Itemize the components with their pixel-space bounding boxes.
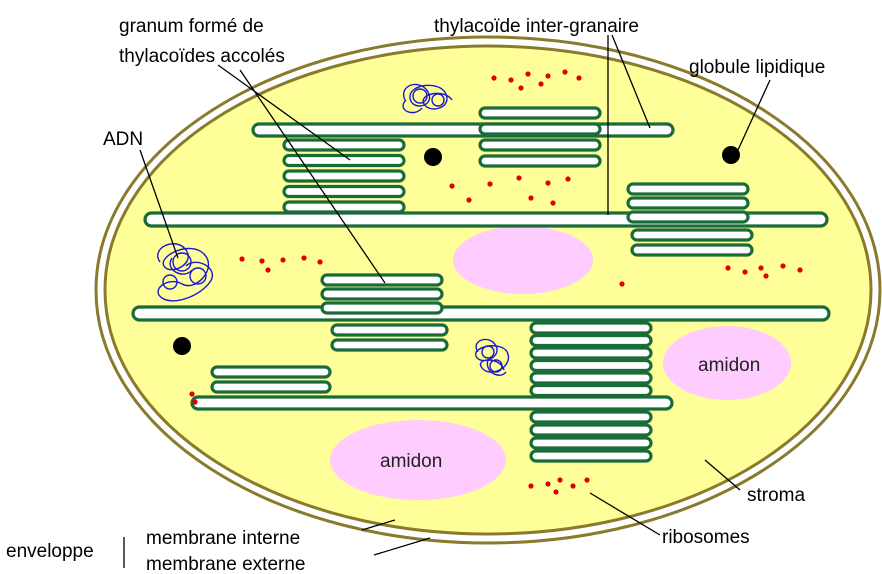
amidon-grain-top (453, 226, 593, 294)
ribosome-dot (487, 181, 492, 186)
ribosome-dot (545, 481, 550, 486)
ribosome-dot (545, 73, 550, 78)
granum-thylakoid (284, 187, 404, 197)
ribosome-dot (619, 281, 624, 286)
ribosome-dot (508, 77, 513, 82)
ribosome-dot (265, 267, 270, 272)
granum-thylakoid (632, 230, 752, 240)
ribosome-dot (763, 273, 768, 278)
ribosome-dot (259, 258, 264, 263)
granum-thylakoid (531, 451, 651, 461)
label-membrane-externe: membrane externe (146, 554, 305, 574)
granum-thylakoid (531, 438, 651, 448)
ribosome-dot (491, 75, 496, 80)
granum-thylakoid (531, 323, 651, 333)
ribosome-dot (797, 267, 802, 272)
granum-thylakoid (628, 212, 748, 222)
ribosome-dot (725, 265, 730, 270)
ribosome-dot (780, 263, 785, 268)
ribosome-dot (742, 269, 747, 274)
granum-thylakoid (480, 124, 600, 134)
label-amidon-bottom: amidon (380, 451, 442, 472)
granum-thylakoid (212, 382, 330, 392)
ribosome-dot (189, 391, 194, 396)
granum-thylakoid (480, 156, 600, 166)
granum-thylakoid (322, 289, 442, 299)
inter-granal-lamella (133, 307, 829, 320)
label-stroma: stroma (747, 485, 806, 506)
label-granum-line1: granum formé de (119, 16, 264, 37)
granum-thylakoid (531, 412, 651, 422)
granum-thylakoid (628, 198, 748, 208)
label-thylakoide-inter-granaire: thylacoïde inter-granaire (434, 16, 639, 37)
ribosome-dot (192, 399, 197, 404)
label-ribosomes: ribosomes (662, 527, 750, 548)
ribosome-dot (516, 175, 521, 180)
granum-thylakoid (531, 386, 651, 396)
inter-granal-lamella (192, 397, 672, 409)
lipid-globule (722, 146, 740, 164)
label-enveloppe: enveloppe (6, 541, 94, 562)
granum-thylakoid (322, 303, 442, 313)
ribosome-dot (758, 265, 763, 270)
ribosome-dot (466, 197, 471, 202)
ribosome-dot (528, 483, 533, 488)
ribosome-dot (239, 256, 244, 261)
ribosome-dot (538, 81, 543, 86)
granum-thylakoid (531, 348, 651, 358)
ribosome-dot (545, 180, 550, 185)
ribosome-dot (565, 176, 570, 181)
ribosome-dot (576, 75, 581, 80)
ribosome-dot (557, 477, 562, 482)
inter-granal-lamella (253, 124, 673, 136)
granum-thylakoid (531, 373, 651, 383)
label-membrane-interne: membrane interne (146, 528, 300, 549)
ribosome-dot (518, 85, 523, 90)
ribosome-dot (528, 195, 533, 200)
granum-thylakoid (531, 425, 651, 435)
granum-thylakoid (628, 184, 748, 194)
granum-thylakoid (322, 275, 442, 285)
ribosome-dot (570, 483, 575, 488)
ribosome-dot (280, 257, 285, 262)
ribosome-dot (584, 477, 589, 482)
granum-thylakoid (332, 340, 447, 350)
granum-thylakoid (531, 336, 651, 346)
granum-thylakoid (480, 140, 600, 150)
ribosome-dot (525, 71, 530, 76)
ribosome-dot (301, 255, 306, 260)
granum-thylakoid (284, 171, 404, 181)
granum-thylakoid (531, 361, 651, 371)
ribosome-dot (562, 69, 567, 74)
ribosome-dot (553, 489, 558, 494)
granum-thylakoid (284, 140, 404, 150)
label-globule-lipidique: globule lipidique (689, 57, 825, 78)
label-amidon-right: amidon (698, 355, 760, 376)
granum-thylakoid (212, 367, 330, 377)
lipid-globule (173, 337, 191, 355)
label-adn: ADN (103, 129, 143, 150)
ribosome-dot (449, 183, 454, 188)
lipid-globule (424, 148, 442, 166)
granum-thylakoid (632, 245, 752, 255)
granum-thylakoid (480, 108, 600, 118)
granum-thylakoid (284, 202, 404, 212)
label-granum-line2: thylacoïdes accolés (119, 46, 285, 67)
ribosome-dot (317, 259, 322, 264)
granum-thylakoid (332, 325, 447, 335)
ribosome-dot (550, 200, 555, 205)
